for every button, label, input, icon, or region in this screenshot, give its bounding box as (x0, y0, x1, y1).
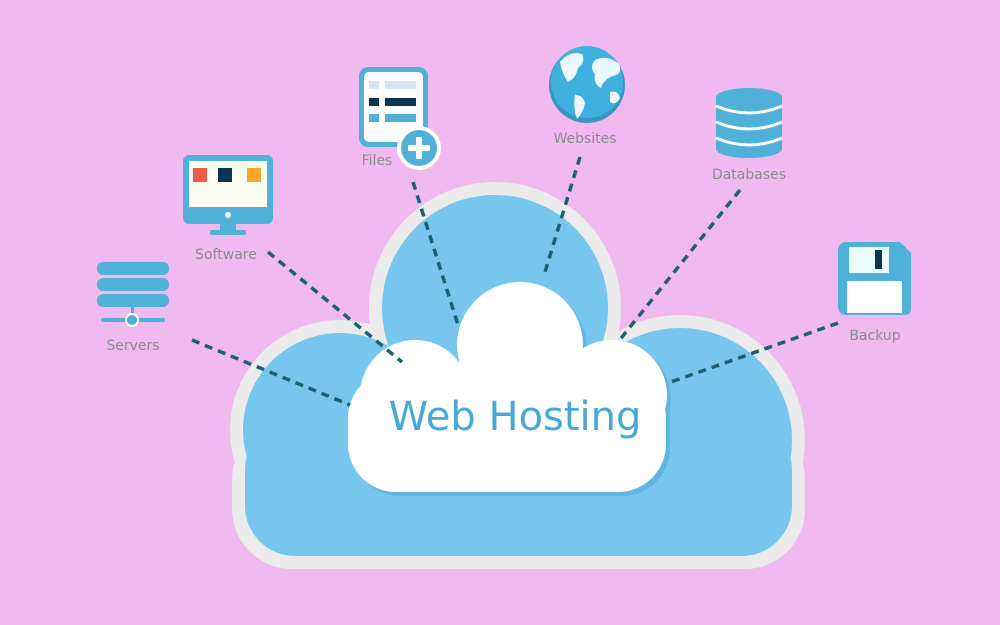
diagram-title: Web Hosting (389, 394, 642, 440)
connector-files (411, 181, 460, 326)
connector-servers (191, 338, 351, 407)
database-icon (715, 88, 783, 158)
globe-icon (549, 46, 625, 123)
file-add-icon (359, 67, 441, 170)
servers-label: Servers (106, 338, 159, 354)
files-label: Files (362, 153, 393, 169)
inner-cloud (348, 282, 671, 496)
connector-backup (667, 321, 839, 385)
websites-label: Websites (553, 131, 616, 147)
monitor-icon (183, 155, 273, 235)
software-node: Software (183, 155, 273, 263)
connector-websites (543, 156, 582, 273)
server-icon (97, 262, 169, 327)
software-label: Software (195, 247, 257, 263)
files-node: Files (359, 67, 441, 170)
databases-label: Databases (712, 167, 786, 183)
servers-node: Servers (97, 262, 169, 354)
databases-node: Databases (712, 88, 786, 183)
backup-node: Backup (838, 242, 911, 344)
backup-label: Backup (849, 328, 900, 344)
connectors (191, 156, 839, 407)
websites-node: Websites (549, 46, 625, 147)
connector-databases (616, 188, 742, 344)
floppy-disk-icon (838, 242, 911, 315)
connector-software (266, 250, 404, 364)
